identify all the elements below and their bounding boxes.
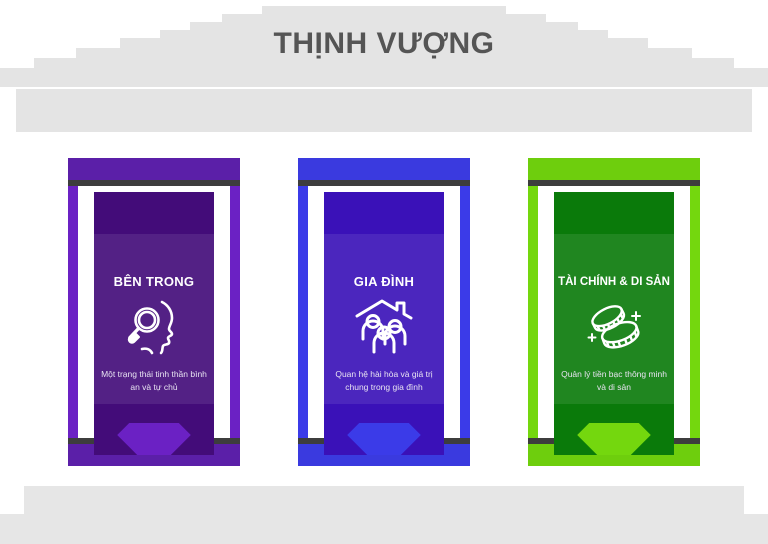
banner-highlight <box>324 234 444 404</box>
architrave-bar <box>16 89 752 132</box>
column-shaft-right <box>690 186 700 438</box>
pediment-step <box>120 38 648 48</box>
family-house-icon <box>352 298 416 356</box>
magnifier-head-icon <box>122 298 186 356</box>
capital-shadow <box>298 180 470 186</box>
card-title-gia-dinh: GIA ĐÌNH <box>353 274 415 289</box>
banner-notch <box>324 423 444 455</box>
card-desc-tai-chinh-di-san: Quản lý tiền bạc thông minh và di sản <box>561 369 667 392</box>
banner-notch <box>94 423 214 455</box>
pediment-step <box>190 22 578 30</box>
column-ben-trong[interactable]: BÊN TRONG Một trạng thái tinh thần bình … <box>68 158 240 466</box>
pediment-step <box>76 48 692 58</box>
card-title-tai-chinh-di-san: TÀI CHÍNH & DI SẢN <box>558 276 670 288</box>
pediment: THỊNH VƯỢNG <box>0 0 768 78</box>
column-capital <box>528 158 700 180</box>
banner-notch <box>554 423 674 455</box>
column-shaft-right <box>460 186 470 438</box>
stylobate-upper-step <box>24 486 744 514</box>
column-shaft-left <box>68 186 78 438</box>
page-title: THỊNH VƯỢNG <box>273 27 495 60</box>
pediment-step <box>160 30 608 38</box>
column-shaft-left <box>298 186 308 438</box>
pediment-step <box>34 58 734 68</box>
column-tai-chinh-di-san[interactable]: TÀI CHÍNH & DI SẢN <box>528 158 700 466</box>
banner-ben-trong[interactable]: BÊN TRONG Một trạng thái tinh thần bình … <box>94 192 214 455</box>
capital-shadow <box>528 180 700 186</box>
column-capital <box>68 158 240 180</box>
banner-body <box>324 192 444 455</box>
pediment-step <box>222 14 546 22</box>
column-shaft-right <box>230 186 240 438</box>
stylobate-lower-step <box>0 514 768 544</box>
banner-highlight <box>554 234 674 404</box>
pediment-step <box>262 6 506 14</box>
cornice-bar <box>0 78 768 87</box>
banner-gia-dinh[interactable]: GIA ĐÌNH Quan hệ hài hòa và giá trị chun… <box>324 192 444 455</box>
card-desc-ben-trong: Một trạng thái tinh thần bình an và tự c… <box>101 369 207 392</box>
card-desc-gia-dinh: Quan hệ hài hòa và giá trị chung trong g… <box>335 369 433 392</box>
pediment-step <box>0 68 768 78</box>
column-capital <box>298 158 470 180</box>
card-title-ben-trong: BÊN TRONG <box>113 274 195 289</box>
column-shaft-left <box>528 186 538 438</box>
coins-icon <box>582 298 646 356</box>
column-gia-dinh[interactable]: GIA ĐÌNH Quan hệ hài hòa và giá trị chun… <box>298 158 470 466</box>
capital-shadow <box>68 180 240 186</box>
banner-tai-chinh-di-san[interactable]: TÀI CHÍNH & DI SẢN <box>554 192 674 455</box>
